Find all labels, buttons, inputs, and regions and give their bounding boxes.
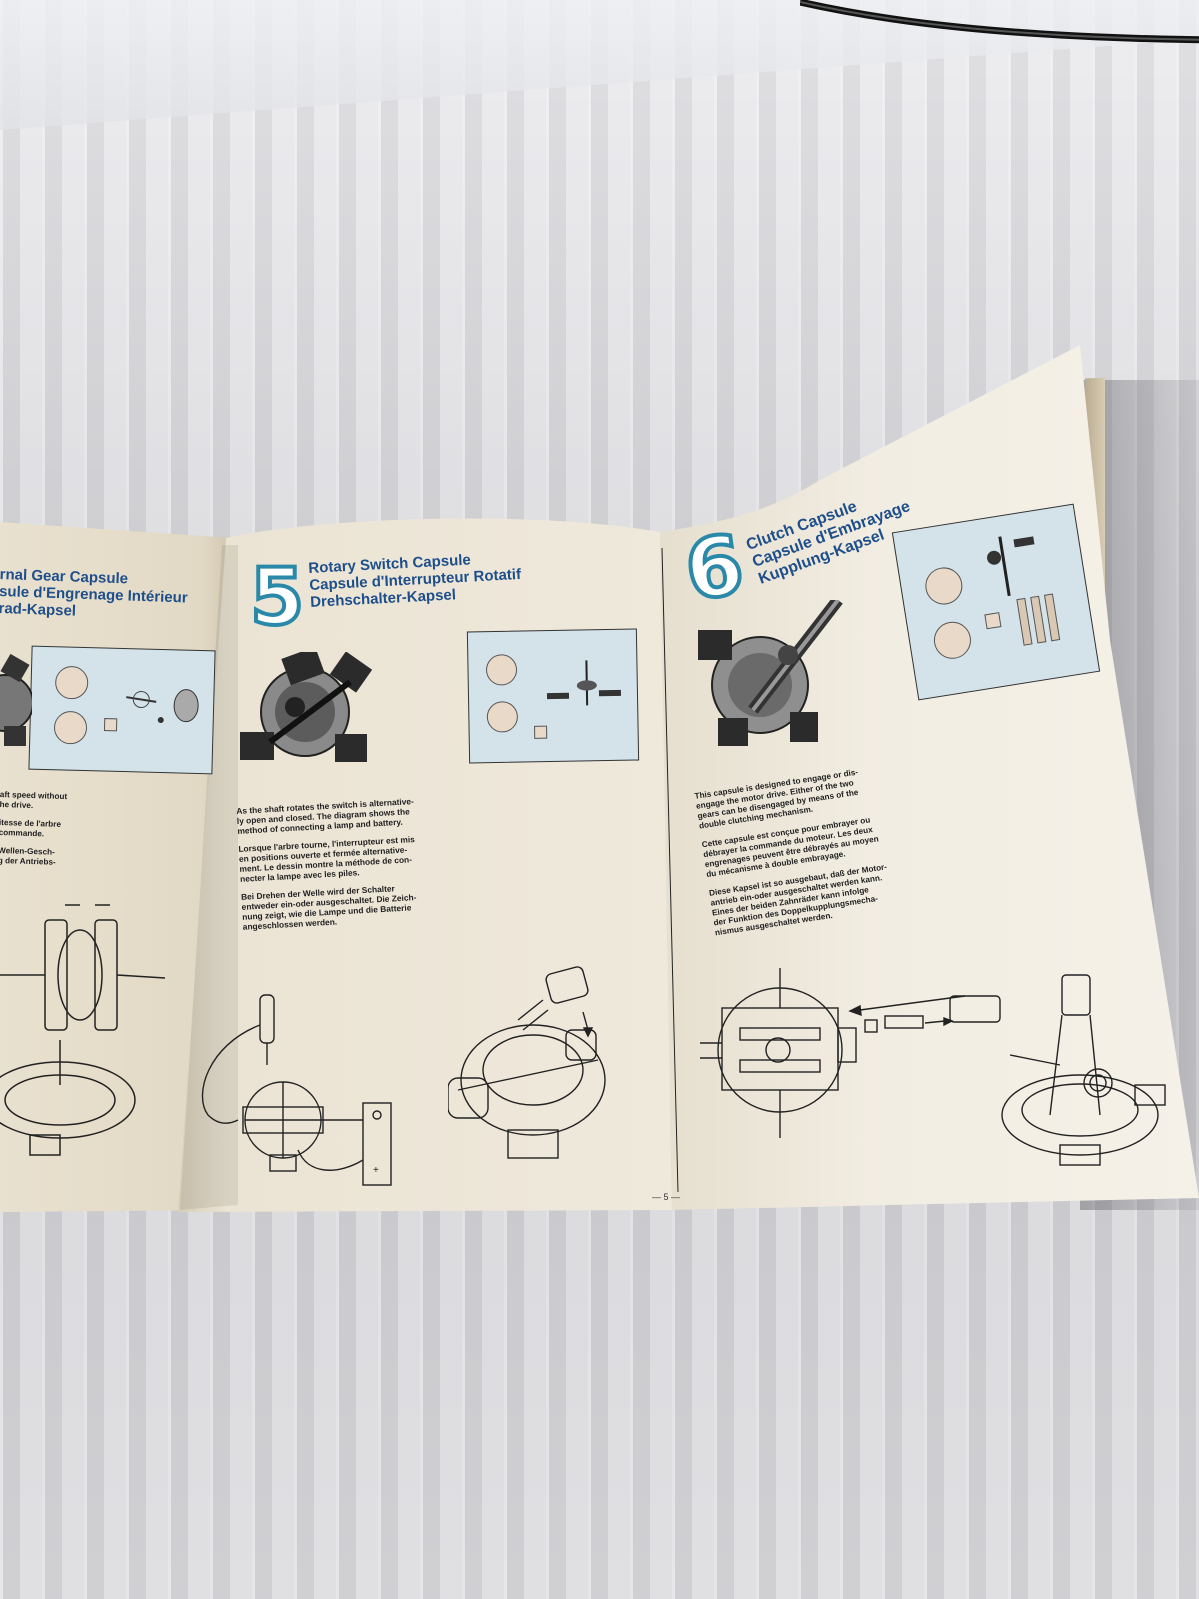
clutch-parts-diagram	[925, 536, 1061, 659]
gear-parts-diagram	[54, 666, 199, 745]
section-5-body-text: As the shaft rotates the switch is alter…	[236, 796, 421, 932]
left-body-text: aft speed without he drive. itesse de l'…	[0, 790, 67, 868]
section-5-parts-photo	[466, 628, 640, 764]
left-gear-drawing	[0, 904, 166, 1156]
left-parts-photo	[28, 645, 216, 775]
section-6-clutch-drawing	[700, 968, 1001, 1138]
section-6-parts-photo	[891, 503, 1101, 701]
section-6-body-text: This capsule is designed to engage or di…	[694, 765, 894, 938]
left-capsule-photo	[0, 653, 32, 746]
section-6-capsule-photo	[698, 600, 843, 746]
switch-parts-diagram	[486, 654, 622, 739]
section-6-assembly-drawing	[1001, 974, 1166, 1166]
page-number: — 5 —	[652, 1192, 681, 1202]
left-body-line: g der Antriebs-	[0, 855, 56, 867]
svg-text:+: +	[373, 1165, 379, 1176]
left-section-title: rnal Gear Capsule sule d'Engrenage Intér…	[0, 566, 189, 624]
section-5-number: 5	[248, 553, 306, 643]
section-5-assembly-drawing	[448, 966, 606, 1159]
section-5-capsule-photo	[240, 652, 373, 762]
cable	[800, 0, 1199, 44]
section-5-circuit-drawing: +	[201, 994, 392, 1186]
